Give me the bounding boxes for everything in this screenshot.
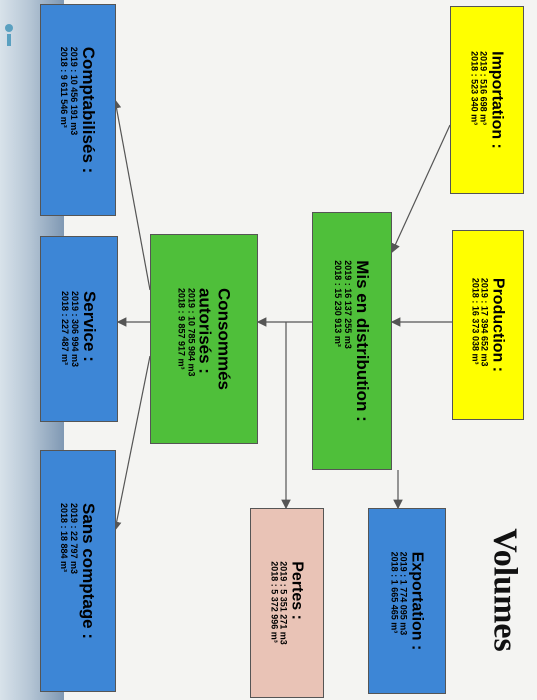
logo-mark bbox=[2, 20, 16, 50]
box-service: Service : 2019 : 306 994 m3 2018 : 227 4… bbox=[40, 236, 118, 422]
exportation-title: Exportation : bbox=[408, 551, 426, 651]
mis-en-distribution-2018: 2018 : 15 230 913 m³ bbox=[333, 260, 344, 347]
heading-text: Volumes bbox=[486, 528, 524, 652]
exportation-2019: 2019 : 1 774 095 m3 bbox=[399, 551, 410, 636]
diagram-heading: Volumes bbox=[480, 500, 530, 680]
importation-2018: 2018 : 523 340 m³ bbox=[469, 51, 480, 126]
box-sans-comptage: Sans comptage : 2019 : 22 797 m3 2018 : … bbox=[40, 450, 116, 692]
box-mis-en-distribution: Mis en distribution : 2019 : 16 137 255 … bbox=[312, 212, 392, 470]
mis-en-distribution-2019: 2019 : 16 137 255 m3 bbox=[343, 260, 354, 349]
consommes-2018: 2018 : 9 857 917 m³ bbox=[176, 287, 187, 370]
box-exportation: Exportation : 2019 : 1 774 095 m3 2018 :… bbox=[368, 508, 446, 694]
box-production: Production : 2019 : 17 394 652 m3 2018 :… bbox=[452, 230, 524, 420]
box-comptabilises: Comptabilisés : 2019 : 10 456 191 m3 201… bbox=[40, 4, 116, 216]
box-consommes-autorises: Consommés autorisés : 2019 : 10 785 984 … bbox=[150, 234, 258, 444]
comptabilises-title: Comptabilisés : bbox=[79, 46, 99, 174]
sans-comptage-2018: 2018 : 18 884 m³ bbox=[59, 502, 70, 573]
pertes-title: Pertes : bbox=[288, 561, 306, 620]
importation-2019: 2019 : 516 698 m³ bbox=[479, 51, 490, 126]
sans-comptage-title: Sans comptage : bbox=[79, 502, 99, 640]
production-title: Production : bbox=[489, 277, 507, 373]
arrow-importation-to-mis bbox=[391, 124, 451, 254]
pertes-2019: 2019 : 5 351 271 m3 bbox=[279, 561, 290, 645]
consommes-title-line1: Consommés bbox=[214, 287, 234, 391]
service-2018: 2018 : 227 487 m³ bbox=[60, 290, 71, 366]
box-importation: Importation : 2019 : 516 698 m³ 2018 : 5… bbox=[450, 6, 524, 194]
comptabilises-2018: 2018 : 9 611 546 m³ bbox=[59, 46, 70, 128]
arrow-consommes-to-sans-comptage bbox=[111, 355, 151, 532]
importation-title: Importation : bbox=[488, 51, 506, 149]
mis-en-distribution-title: Mis en distribution : bbox=[353, 260, 373, 422]
exportation-2018: 2018 : 1 665 465 m³ bbox=[389, 551, 400, 634]
sans-comptage-2019: 2019 : 22 797 m3 bbox=[69, 502, 80, 575]
service-title: Service : bbox=[80, 290, 100, 362]
arrow-consommes-to-comptabilises bbox=[111, 98, 151, 291]
service-2019: 2019 : 306 994 m3 bbox=[70, 290, 81, 368]
comptabilises-2019: 2019 : 10 456 191 m3 bbox=[69, 46, 80, 136]
consommes-2019: 2019 : 10 785 984 m3 bbox=[186, 287, 197, 377]
pertes-2018: 2018 : 5 372 996 m³ bbox=[269, 561, 280, 643]
box-pertes: Pertes : 2019 : 5 351 271 m3 2018 : 5 37… bbox=[250, 508, 324, 698]
consommes-title-line2: autorisés : bbox=[195, 287, 215, 374]
production-2019: 2019 : 17 394 652 m3 bbox=[480, 277, 491, 367]
production-2018: 2018 : 16 373 038 m³ bbox=[470, 277, 481, 365]
